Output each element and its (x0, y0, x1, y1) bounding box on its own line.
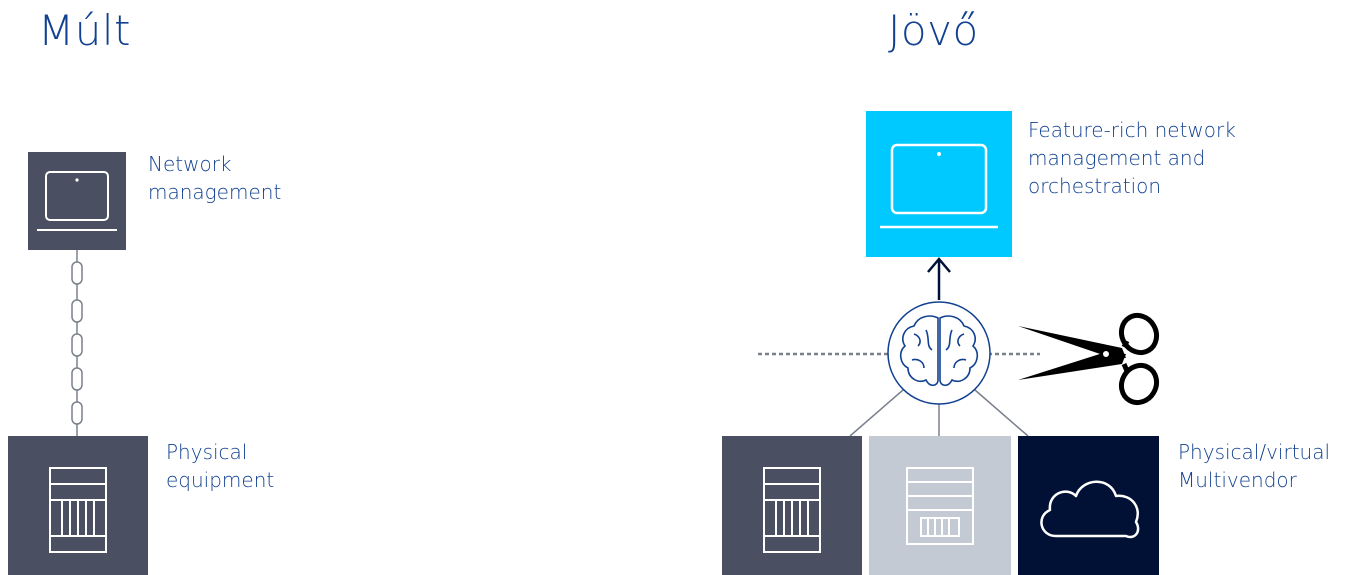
orchestration-label: Feature-rich network management and orch… (1028, 118, 1236, 198)
laptop-icon (880, 143, 998, 229)
physical-equipment-label: Physical equipment (166, 440, 275, 492)
network-management-label: Network management (148, 152, 282, 204)
arrow-up-icon (927, 257, 951, 300)
virtual-rack-tile (869, 436, 1011, 575)
multivendor-label: Physical/virtual Multivendor (1178, 440, 1331, 492)
cloud-tile (1018, 436, 1159, 575)
tile-connectors (849, 389, 1029, 437)
chain-icon (71, 250, 83, 436)
scissors-pivot (1103, 351, 1109, 357)
laptop-icon (37, 171, 117, 231)
server-rack-icon (906, 467, 974, 545)
server-rack-icon (763, 467, 821, 553)
physical-equipment-tile (8, 436, 148, 575)
orchestration-tile (866, 111, 1012, 257)
physical-rack-tile (722, 436, 862, 575)
left-heading: Múlt (38, 6, 131, 55)
scissors-blades (1018, 326, 1130, 380)
server-rack-icon (49, 467, 107, 553)
network-management-tile (28, 152, 126, 250)
brain-icon (887, 301, 991, 405)
cloud-icon (1040, 480, 1140, 539)
right-heading: Jövő (888, 6, 979, 55)
